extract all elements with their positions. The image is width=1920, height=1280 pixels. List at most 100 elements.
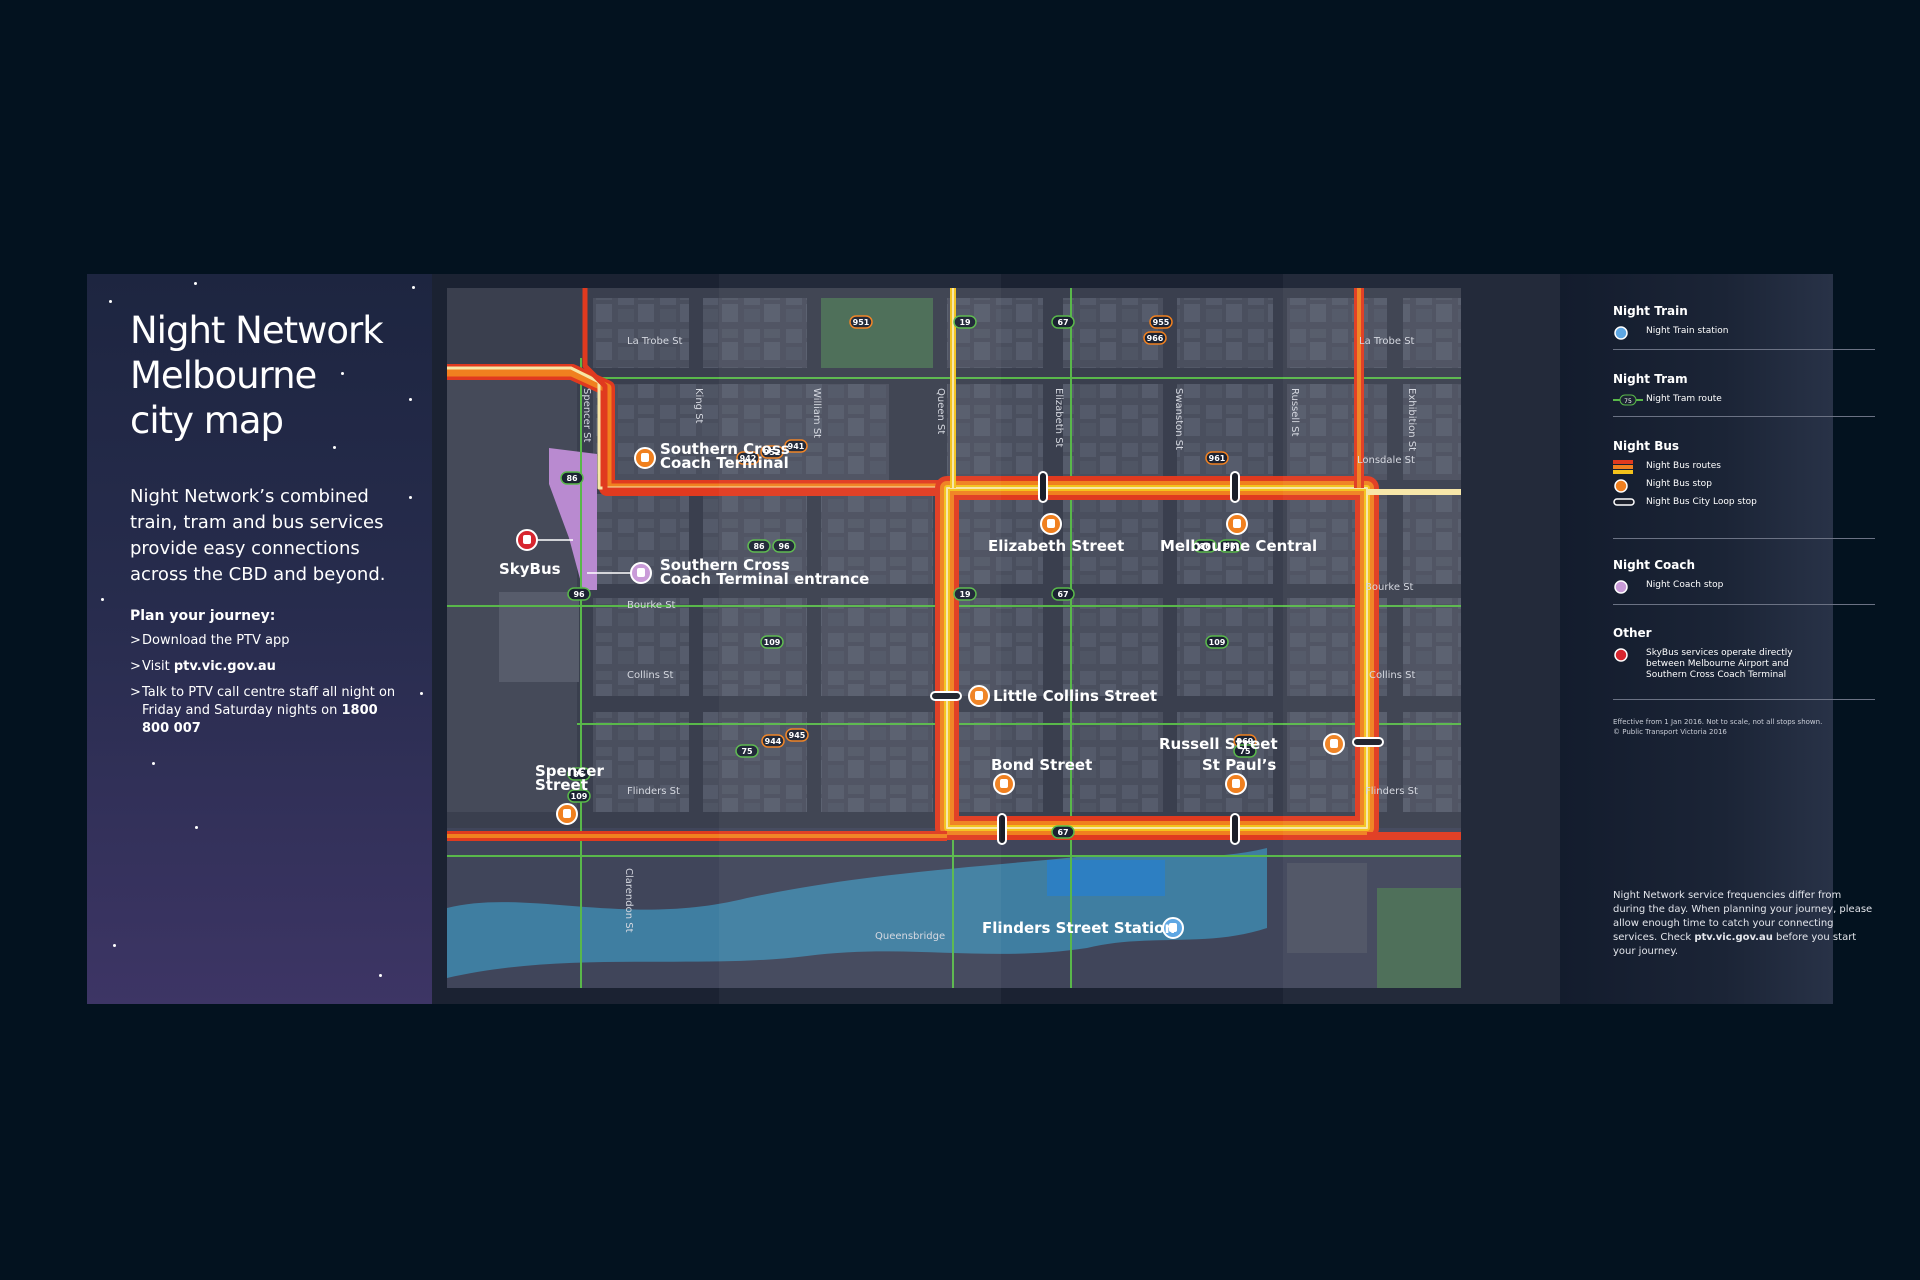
star-decoration — [101, 598, 104, 601]
southern-cross-terminal-building — [549, 448, 597, 590]
bus-stop-bond[interactable] — [993, 773, 1015, 795]
bus-stop-elizabeth[interactable] — [1040, 513, 1062, 535]
bus-stop-little-collins[interactable] — [968, 685, 990, 707]
skybus-stop[interactable] — [516, 529, 538, 551]
route-badge: 96 — [1218, 539, 1242, 553]
legend-divider — [1613, 604, 1875, 605]
street-label: King St — [693, 388, 704, 424]
route-badge-label: 109 — [1209, 638, 1226, 647]
fold-shade — [1283, 274, 1560, 1004]
route-badge: 942 — [736, 451, 760, 465]
route-badge-label: 86 — [753, 542, 765, 551]
route-badge-label: 19 — [959, 590, 971, 599]
route-badge: 961 — [1205, 451, 1229, 465]
route-badge-label: 96 — [573, 590, 585, 599]
route-badge-label: 75 — [1239, 747, 1251, 756]
bus-stop-st-pauls[interactable] — [1225, 773, 1247, 795]
stop-label-little-collins: Little Collins Street — [993, 687, 1157, 705]
website-link[interactable]: ptv.vic.gov.au — [1694, 932, 1773, 943]
street-label: Clarendon St — [623, 868, 634, 933]
stop-label-russell: Russell Street — [1159, 735, 1278, 753]
map-svg: La Trobe St La Trobe St Lonsdale St Bour… — [447, 288, 1461, 988]
plan-item-web[interactable]: Visit ptv.vic.gov.au — [130, 658, 400, 676]
legend-divider — [1613, 699, 1875, 700]
route-badge: 75 — [735, 744, 759, 758]
city-loop-stop-swanston — [1230, 471, 1240, 503]
bus-routes — [447, 288, 1461, 841]
route-badge-label: 952 — [764, 448, 781, 457]
street-label: Collins St — [1369, 670, 1416, 681]
star-decoration — [341, 372, 344, 375]
route-badge-label: 941 — [788, 442, 805, 451]
star-decoration — [333, 446, 336, 449]
train-station-icon — [1614, 326, 1628, 340]
route-badge: 955 — [1149, 315, 1173, 329]
website-link[interactable]: ptv.vic.gov.au — [173, 659, 276, 674]
fold-shade — [719, 274, 1001, 1004]
legend-night-bus: Night Bus Night Bus routes Night Bus sto… — [1613, 439, 1757, 507]
legend-night-tram: Night Tram 75 Night Tram route — [1613, 372, 1722, 406]
star-decoration — [194, 282, 197, 285]
route-badge: 75 — [1233, 744, 1257, 758]
street-label: Spencer St — [581, 388, 592, 442]
train-station-flinders[interactable] — [1162, 917, 1184, 939]
closing-note: Night Network service frequencies differ… — [1613, 890, 1873, 957]
city-map[interactable]: La Trobe St La Trobe St Lonsdale St Bour… — [447, 288, 1461, 988]
bus-stop-southern-cross-coach[interactable] — [634, 447, 656, 469]
map-panel: La Trobe St La Trobe St Lonsdale St Bour… — [432, 274, 1560, 1004]
street-label: La Trobe St — [1359, 336, 1415, 347]
skybus-icon — [1614, 648, 1628, 662]
plan-item-app: Download the PTV app — [130, 632, 400, 650]
plan-list: Download the PTV app Visit ptv.vic.gov.a… — [130, 632, 400, 746]
route-badge: 951 — [849, 315, 873, 329]
street-label: William St — [811, 388, 822, 438]
city-blocks — [447, 298, 1461, 988]
street-label: Exhibition St — [1406, 388, 1417, 451]
route-badge-label: 942 — [740, 454, 757, 463]
street-label: Queensbridge — [875, 931, 945, 942]
city-loop-stops — [930, 471, 1384, 845]
tram-route-icon: 75 — [1613, 394, 1643, 406]
star-decoration — [195, 826, 198, 829]
svg-text:75: 75 — [1624, 398, 1632, 405]
intro-text: Night Network’s combined train, tram and… — [130, 486, 386, 585]
street-label: Elizabeth St — [1053, 388, 1064, 448]
route-badge: 945 — [785, 728, 809, 742]
phone-number[interactable]: 1800 800 007 — [142, 703, 378, 736]
route-badge: 96 — [567, 587, 591, 601]
street-label: Flinders St — [1365, 786, 1418, 797]
route-badge-label: 109 — [571, 792, 588, 801]
city-loop-stop-bond — [997, 813, 1007, 845]
street-label: Queen St — [935, 388, 946, 434]
street-label: Russell St — [1289, 388, 1300, 436]
star-decoration — [109, 300, 112, 303]
city-loop-stop-elizabeth — [1038, 471, 1048, 503]
route-badge-label: 109 — [764, 638, 781, 647]
route-badge-label: 96 — [1224, 542, 1236, 551]
bus-routes-icon — [1613, 460, 1633, 474]
bus-stop-spencer[interactable] — [556, 803, 578, 825]
route-badge-label: 19 — [959, 318, 971, 327]
bus-stop-melbourne-central[interactable] — [1226, 513, 1248, 535]
route-badge-label: 951 — [853, 318, 870, 327]
star-decoration — [379, 974, 382, 977]
coach-stop-icon — [1614, 580, 1628, 594]
route-badge-label: 944 — [765, 737, 782, 746]
route-badge-label: 67 — [1057, 318, 1068, 327]
legend-divider — [1613, 538, 1875, 539]
intro-panel: Night Network Melbourne city map Night N… — [87, 274, 432, 1004]
star-decoration — [152, 762, 155, 765]
bus-stop-icon — [1614, 479, 1628, 493]
route-badge-label: 96 — [573, 770, 585, 779]
route-badge-label: 86 — [1199, 542, 1211, 551]
street-label: Swanston St — [1173, 388, 1184, 450]
route-badge: 67 — [1051, 315, 1075, 329]
bus-stop-russell[interactable] — [1323, 733, 1345, 755]
street-label: Flinders St — [627, 786, 680, 797]
star-decoration — [409, 496, 412, 499]
plan-heading: Plan your journey: — [130, 608, 276, 624]
street-labels: La Trobe St La Trobe St Lonsdale St Bour… — [581, 336, 1418, 942]
coach-stop-southern-cross[interactable] — [630, 562, 652, 584]
star-decoration — [113, 944, 116, 947]
